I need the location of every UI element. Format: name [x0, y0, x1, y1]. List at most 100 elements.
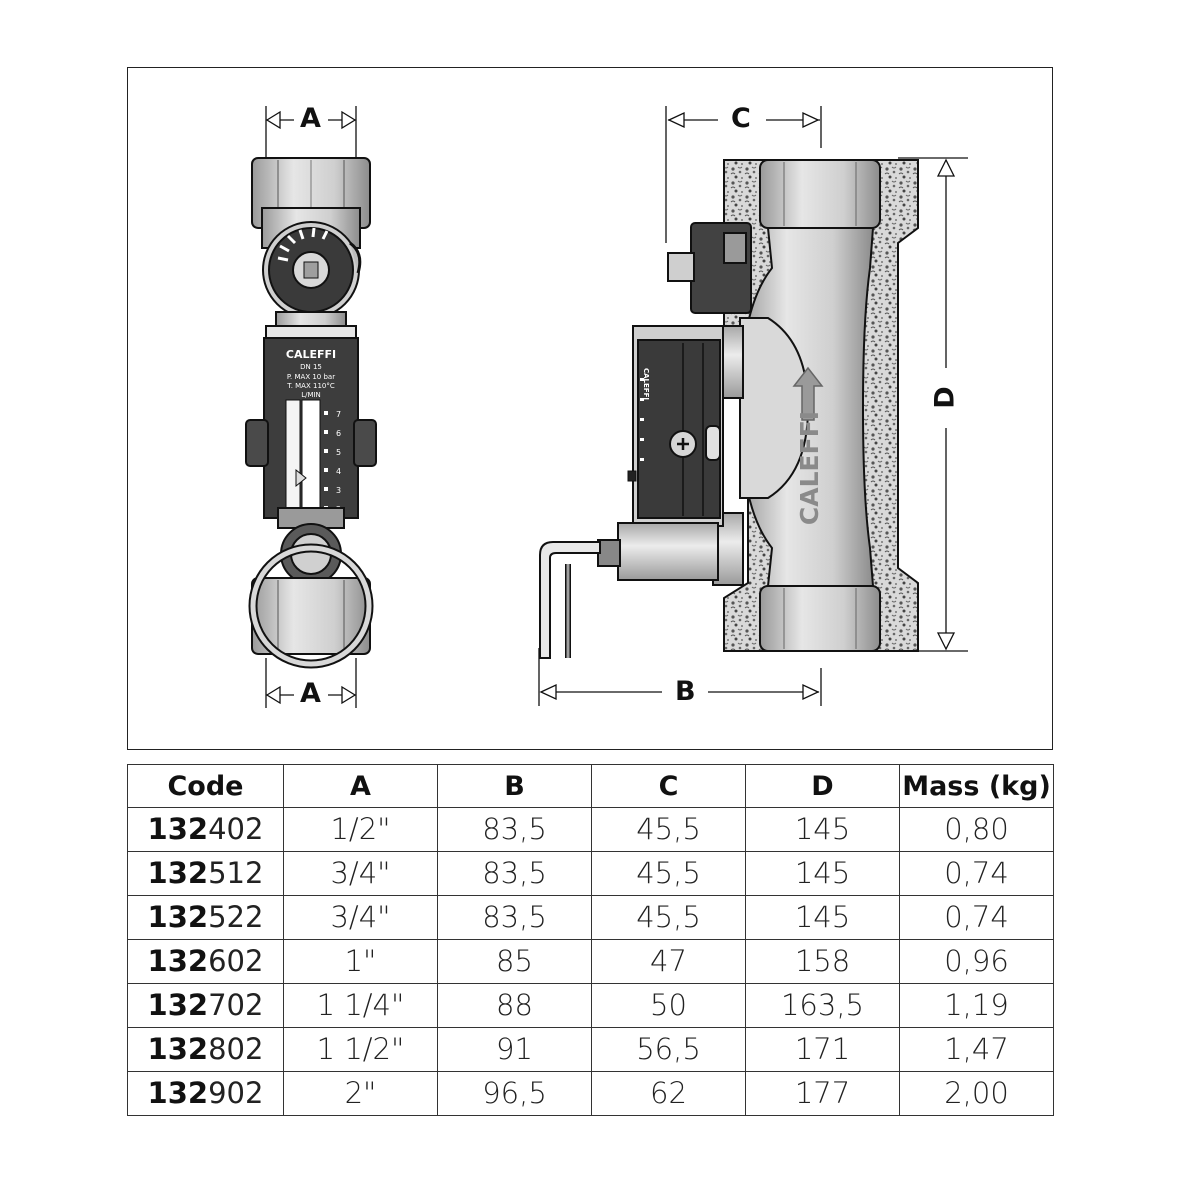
cell-d: 158	[745, 939, 900, 984]
cell-c: 50	[591, 983, 746, 1028]
cell-mass: 0,96	[899, 939, 1054, 984]
cell-mass: 0,74	[899, 851, 1054, 896]
cell-d: 145	[745, 895, 900, 940]
cell-a: 1/2"	[283, 807, 438, 852]
scale-tick	[324, 430, 328, 434]
cell-a: 2"	[283, 1071, 438, 1116]
dimension-c	[665, 106, 822, 243]
cell-code: 132702	[127, 983, 284, 1028]
side-brand-text: CALEFFI	[795, 411, 824, 525]
dimension-label-b: B	[675, 676, 696, 707]
cell-b: 83,5	[437, 851, 592, 896]
header-d: D	[745, 764, 900, 808]
code-prefix: 132	[147, 856, 209, 890]
cell-c: 45,5	[591, 807, 746, 852]
code-suffix: 522	[208, 900, 264, 934]
header-b: B	[437, 764, 592, 808]
header-mass: Mass (kg)	[899, 764, 1054, 808]
header-a: A	[283, 764, 438, 808]
scale-label: 6	[336, 429, 341, 438]
scale-tick	[324, 487, 328, 491]
front-pmax-text: P. MAX 10 bar	[287, 373, 335, 381]
cell-mass: 2,00	[899, 1071, 1054, 1116]
code-prefix: 132	[147, 900, 209, 934]
code-prefix: 132	[147, 1076, 209, 1110]
scale-label: 5	[336, 448, 341, 457]
technical-drawing: CALEFFI DN 15 P. MAX 10 bar T. MAX 110°C…	[245, 106, 968, 708]
cell-a: 1"	[283, 939, 438, 984]
code-suffix: 702	[208, 988, 264, 1022]
flow-meter-body: CALEFFI DN 15 P. MAX 10 bar T. MAX 110°C…	[245, 337, 377, 519]
header-code: Code	[127, 764, 284, 808]
cell-mass: 0,80	[899, 807, 1054, 852]
cell-c: 45,5	[591, 851, 746, 896]
code-suffix: 512	[208, 856, 264, 890]
cell-c: 45,5	[591, 895, 746, 940]
flow-direction-arrow	[792, 366, 824, 421]
scale-tick	[324, 411, 328, 415]
cell-a: 3/4"	[283, 851, 438, 896]
cell-b: 91	[437, 1027, 592, 1072]
side-flow-meter: CALEFFI	[627, 325, 724, 527]
cell-c: 47	[591, 939, 746, 984]
dimension-label-a-top: A	[300, 103, 321, 134]
cell-code: 132802	[127, 1027, 284, 1072]
cell-d: 171	[745, 1027, 900, 1072]
cell-b: 88	[437, 983, 592, 1028]
cell-b: 83,5	[437, 807, 592, 852]
table-header-row: Code A B C D Mass (kg)	[127, 764, 1054, 808]
cell-a: 3/4"	[283, 895, 438, 940]
cell-b: 83,5	[437, 895, 592, 940]
scale-label: 3	[336, 486, 341, 495]
dimension-a-top	[265, 106, 357, 158]
code-suffix: 802	[208, 1032, 264, 1066]
code-prefix: 132	[147, 1032, 209, 1066]
cell-c: 62	[591, 1071, 746, 1116]
front-unit-text: L/MIN	[301, 391, 321, 399]
cell-code: 132522	[127, 895, 284, 940]
cell-code: 132602	[127, 939, 284, 984]
cell-d: 177	[745, 1071, 900, 1116]
side-small-brand: CALEFFI	[642, 368, 650, 400]
header-c: C	[591, 764, 746, 808]
dimension-d	[898, 157, 968, 652]
cell-code: 132512	[127, 851, 284, 896]
dimension-label-c: C	[731, 103, 751, 134]
dimension-label-a-bottom: A	[300, 678, 321, 709]
scale-label: 7	[336, 410, 341, 419]
cell-mass: 0,74	[899, 895, 1054, 940]
cell-mass: 1,19	[899, 983, 1054, 1028]
dimension-label-d: D	[929, 386, 961, 409]
cell-c: 56,5	[591, 1027, 746, 1072]
drain-handle	[539, 541, 601, 659]
dimension-a-bottom	[265, 658, 357, 708]
code-prefix: 132	[147, 988, 209, 1022]
cell-code: 132902	[127, 1071, 284, 1116]
code-prefix: 132	[147, 944, 209, 978]
side-view: CALEFFI CALEFFI	[538, 106, 968, 706]
drawing-frame: CALEFFI DN 15 P. MAX 10 bar T. MAX 110°C…	[127, 67, 1053, 750]
cell-mass: 1,47	[899, 1027, 1054, 1072]
code-suffix: 402	[208, 812, 264, 846]
cell-b: 96,5	[437, 1071, 592, 1116]
scale-label: 4	[336, 467, 341, 476]
front-dn-text: DN 15	[300, 363, 322, 371]
cell-b: 85	[437, 939, 592, 984]
cell-a: 1 1/4"	[283, 983, 438, 1028]
code-suffix: 602	[208, 944, 264, 978]
front-tmax-text: T. MAX 110°C	[286, 382, 335, 390]
cell-d: 163,5	[745, 983, 900, 1028]
code-prefix: 132	[147, 812, 209, 846]
front-brand-text: CALEFFI	[286, 348, 336, 361]
scale-tick	[324, 468, 328, 472]
code-suffix: 902	[208, 1076, 264, 1110]
cell-a: 1 1/2"	[283, 1027, 438, 1072]
